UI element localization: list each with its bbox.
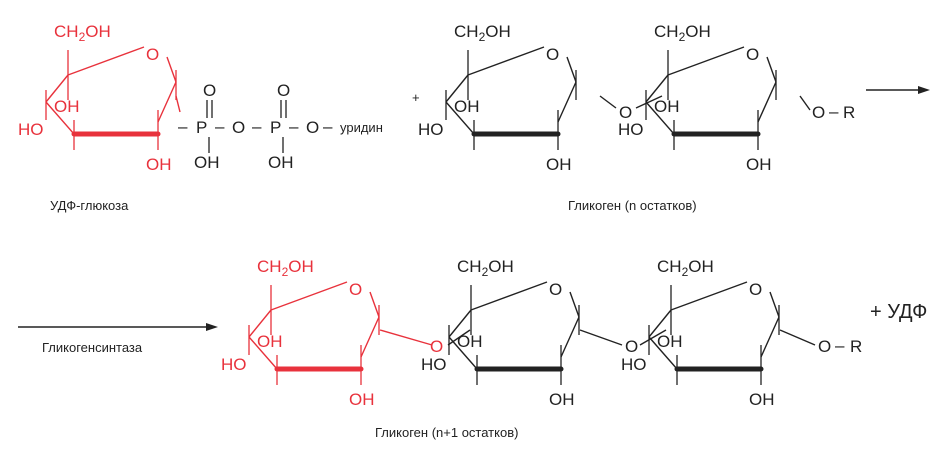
ring-oxygen: O [549, 280, 562, 299]
svg-text:O: O [818, 337, 831, 356]
ch2oh-group: CH2OH [657, 257, 714, 279]
hydroxyl-c3: OH [54, 97, 80, 116]
glycosidic-o-bottom: O [625, 337, 638, 356]
svg-text:R: R [850, 337, 862, 356]
phosphate-dash-1: – [178, 117, 188, 136]
hydroxyl-c2: OH [749, 390, 775, 409]
udp-phosphate-chain: – P – O – P – O – уридин O O OH OH [178, 81, 383, 172]
hydroxyl-c2: OH [549, 390, 575, 409]
phosphate-dash-3: – [252, 117, 262, 136]
ch2oh-group: CH2OH [54, 22, 111, 44]
caption-enzyme: Гликогенсинтаза [42, 340, 143, 355]
r-group-bottom: O – R [818, 336, 862, 356]
hydroxyl-c4: HO [221, 355, 247, 374]
ch2oh-group: CH2OH [454, 22, 511, 44]
hydroxyl-c4: HO [618, 120, 644, 139]
svg-text:–: – [829, 102, 839, 121]
linkage-bond [599, 95, 617, 109]
glycosidic-o-top: O [619, 103, 632, 122]
glucose-ring-4: O CH2OH OH HO OH [221, 257, 380, 409]
ring-oxygen: O [146, 45, 159, 64]
uridine-label: уридин [340, 120, 383, 135]
phosphate-dash-5: – [323, 117, 333, 136]
rings-layer: OCH2OHOHHOOHOCH2OHOHHOOHOCH2OHOHHOOHOCH2… [18, 22, 780, 409]
ring-oxygen: O [349, 280, 362, 299]
phosphate-dash-2: – [215, 117, 225, 136]
glucose-ring-6: O CH2OH OH HO OH [621, 257, 780, 409]
linkage-bond [635, 95, 663, 109]
reaction-arrow-bottom [18, 323, 218, 331]
linkage-bond [579, 329, 623, 346]
phosphate-p-1: P [196, 118, 207, 137]
hydroxyl-c4: HO [421, 355, 447, 374]
glucose-ring-5: O CH2OH OH HO OH [421, 257, 580, 409]
phosphate-dash-4: – [289, 117, 299, 136]
ch2oh-group: CH2OH [654, 22, 711, 44]
hydroxyl-c3: OH [454, 97, 480, 116]
hydroxyl-c4: HO [18, 120, 44, 139]
caption-udp-glucose: УДФ-глюкоза [50, 198, 129, 213]
linkage-bond [639, 329, 667, 346]
hydroxyl-c3: OH [457, 332, 483, 351]
svg-text:O: O [812, 103, 825, 122]
linkage-bond [379, 329, 433, 346]
caption-glycogen-n1: Гликоген (n+1 остатков) [375, 425, 518, 440]
hydroxyl-c2: OH [546, 155, 572, 174]
r-group-top: O – R [812, 102, 855, 122]
hydroxyl-c4: HO [418, 120, 444, 139]
hydroxyl-c2: OH [746, 155, 772, 174]
ch2oh-group: CH2OH [257, 257, 314, 279]
bonds-layer [175, 95, 816, 346]
ring-oxygen: O [746, 45, 759, 64]
glucose-ring-2: O CH2OH OH HO OH [418, 22, 577, 174]
phosphate-o-top-2: O [277, 81, 290, 100]
phosphate-p-2: P [270, 118, 281, 137]
svg-text:R: R [843, 103, 855, 122]
hydroxyl-c3: OH [257, 332, 283, 351]
ch2oh-group: CH2OH [457, 257, 514, 279]
udp-product: + УДФ [870, 301, 927, 323]
linkage-bond [779, 329, 816, 346]
hydroxyl-c2: OH [349, 390, 375, 409]
phosphate-o-bridge: O [232, 118, 245, 137]
reaction-arrow-top [866, 86, 930, 94]
ring-oxygen: O [546, 45, 559, 64]
glucose-ring-1: O CH2OH OH HO OH [18, 22, 177, 174]
svg-text:–: – [835, 336, 845, 355]
ring-oxygen: O [749, 280, 762, 299]
phosphate-oh-2: OH [268, 153, 294, 172]
plus-sign: + [412, 90, 420, 105]
phosphate-o-end: O [306, 118, 319, 137]
phosphate-oh-1: OH [194, 153, 220, 172]
hydroxyl-c3: OH [657, 332, 683, 351]
phosphate-o-top-1: O [203, 81, 216, 100]
linkage-bond [175, 95, 181, 113]
linkage-bond [447, 329, 471, 346]
hydroxyl-c2: OH [146, 155, 172, 174]
linkage-bond [799, 95, 811, 111]
glycosidic-o-new: O [430, 337, 443, 356]
hydroxyl-c3: OH [654, 97, 680, 116]
hydroxyl-c4: HO [621, 355, 647, 374]
caption-glycogen-n: Гликоген (n остатков) [568, 198, 697, 213]
glucose-ring-3: O CH2OH OH HO OH [618, 22, 777, 174]
